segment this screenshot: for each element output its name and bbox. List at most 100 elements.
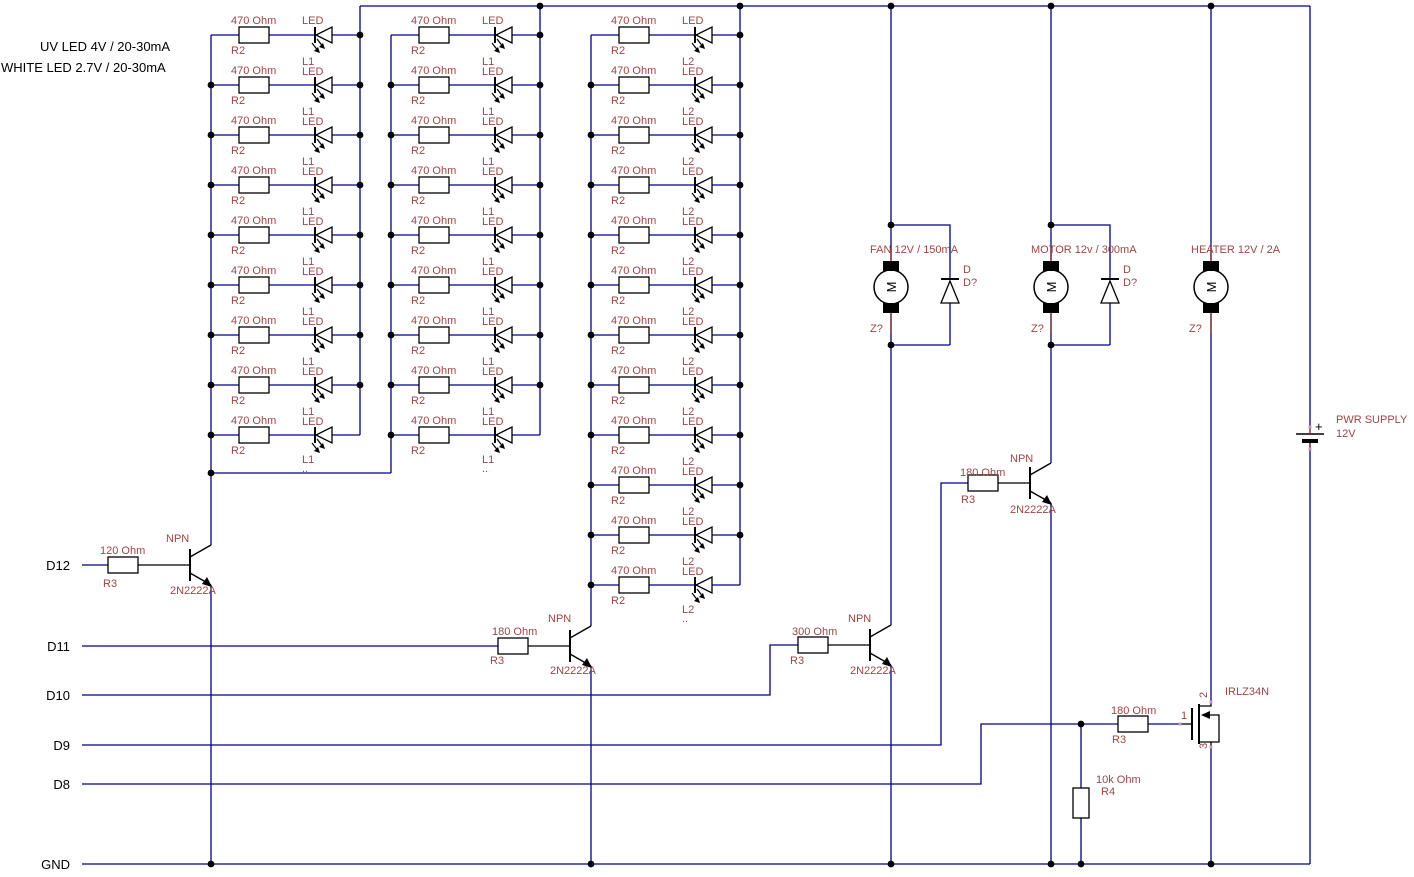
led-name: L2 bbox=[682, 206, 694, 218]
led-cont-dots: .. bbox=[682, 613, 688, 625]
led-arrow-head bbox=[699, 93, 705, 99]
junction-dot bbox=[387, 81, 395, 89]
power-supply-name: PWR SUPPLY bbox=[1336, 414, 1408, 426]
heater-label: HEATER 12V / 2A bbox=[1191, 244, 1281, 256]
junction-dot bbox=[356, 231, 364, 239]
led-triangle bbox=[694, 275, 713, 295]
motor-z-label: Z? bbox=[1031, 323, 1044, 335]
led-label: LED bbox=[302, 116, 323, 128]
junction-dot bbox=[587, 281, 595, 289]
resistor-name: R2 bbox=[231, 145, 245, 157]
resistor-symbol bbox=[618, 76, 650, 94]
led-arrow-head bbox=[694, 497, 700, 503]
resistor-symbol bbox=[418, 76, 450, 94]
led-triangle bbox=[314, 425, 333, 445]
junction-dot bbox=[736, 231, 744, 239]
resistor-value: 470 Ohm bbox=[231, 365, 276, 377]
junction-dot bbox=[587, 131, 595, 139]
led-arrow-head bbox=[694, 597, 700, 603]
led-arrow-head bbox=[319, 293, 325, 299]
mosfet-body-arrow bbox=[1201, 711, 1210, 719]
led-triangle bbox=[694, 575, 713, 595]
junction-dot bbox=[1047, 860, 1055, 868]
wire-d8 bbox=[82, 723, 1180, 785]
led-name: L2 bbox=[682, 406, 694, 418]
led-arrow-head bbox=[694, 247, 700, 253]
motor-diode-name: D bbox=[1123, 264, 1131, 276]
led-name: L1 bbox=[302, 56, 314, 68]
led-label: LED bbox=[302, 166, 323, 178]
led-cont-name: L1 bbox=[302, 454, 314, 466]
resistor-value-gate: 180 Ohm bbox=[1111, 705, 1156, 717]
led-label: LED bbox=[482, 15, 503, 27]
resistor-name: R2 bbox=[231, 45, 245, 57]
led-triangle bbox=[494, 325, 513, 345]
led-name: L1 bbox=[302, 106, 314, 118]
resistor-symbol bbox=[418, 176, 450, 194]
led-arrow-head bbox=[694, 197, 700, 203]
motor-symbol bbox=[1033, 248, 1069, 334]
led-name: L1 bbox=[482, 56, 494, 68]
junction-dot bbox=[736, 2, 744, 10]
resistor-name-d10: R3 bbox=[790, 655, 804, 667]
led-triangle bbox=[494, 175, 513, 195]
junction-dot bbox=[587, 181, 595, 189]
led-triangle bbox=[494, 375, 513, 395]
led-arrow-head bbox=[319, 443, 325, 449]
motor-m-letter: M bbox=[1044, 282, 1059, 293]
resistor-value: 470 Ohm bbox=[611, 65, 656, 77]
resistor-name-d9: R3 bbox=[961, 494, 975, 506]
led-arrow-head bbox=[314, 47, 320, 53]
led-arrow-head bbox=[314, 447, 320, 453]
led-name: L1 bbox=[482, 256, 494, 268]
led-arrow-head bbox=[319, 193, 325, 199]
heater-m-letter: M bbox=[1204, 282, 1219, 293]
resistor-value: 470 Ohm bbox=[611, 415, 656, 427]
junction-dot bbox=[736, 131, 744, 139]
transistor-part-d12: 2N2222A bbox=[170, 585, 217, 597]
resistor-name: R2 bbox=[231, 345, 245, 357]
resistor-symbol-d12 bbox=[107, 556, 139, 574]
led-arrow-head bbox=[499, 193, 505, 199]
junction-dot bbox=[736, 381, 744, 389]
led-label: LED bbox=[682, 566, 703, 578]
junction-dot bbox=[1207, 860, 1215, 868]
transistor-part-d9: 2N2222A bbox=[1010, 504, 1057, 516]
resistor-name: R2 bbox=[231, 395, 245, 407]
discrete-resistors bbox=[107, 474, 1149, 819]
led-arrow-head bbox=[494, 397, 500, 403]
resistor-name: R2 bbox=[611, 245, 625, 257]
junction-dot bbox=[736, 531, 744, 539]
mosfet-pin2-label: 2 bbox=[1198, 692, 1210, 698]
led-label: LED bbox=[482, 216, 503, 228]
resistor-value: 470 Ohm bbox=[231, 315, 276, 327]
junction-dot bbox=[587, 860, 595, 868]
led-triangle bbox=[314, 225, 333, 245]
led-arrow-head bbox=[314, 247, 320, 253]
junction-dot bbox=[207, 231, 215, 239]
resistor-symbol bbox=[238, 326, 270, 344]
led-arrow-head bbox=[694, 97, 700, 103]
resistor-name: R2 bbox=[231, 445, 245, 457]
resistor-name: R2 bbox=[611, 295, 625, 307]
diode-triangle bbox=[940, 279, 960, 304]
resistor-name-gate: R3 bbox=[1112, 734, 1126, 746]
led-arrow-head bbox=[699, 293, 705, 299]
mosfet-drain-lead bbox=[1199, 701, 1212, 707]
led-arrow-head bbox=[494, 47, 500, 53]
npn-collector bbox=[869, 624, 892, 638]
mosfet-pin1-label: 1 bbox=[1181, 710, 1187, 722]
junction-dot bbox=[536, 81, 544, 89]
transistor-part-d10: 2N2222A bbox=[850, 665, 897, 677]
led-label: LED bbox=[302, 66, 323, 78]
fan-m-letter: M bbox=[884, 282, 899, 293]
resistor-name: R2 bbox=[611, 95, 625, 107]
led-label: LED bbox=[682, 66, 703, 78]
junction-dot bbox=[387, 281, 395, 289]
junction-dot bbox=[536, 381, 544, 389]
pin-markers bbox=[1178, 425, 1312, 749]
npn-emitter-arrow bbox=[202, 577, 212, 587]
resistor-value: 470 Ohm bbox=[411, 265, 456, 277]
led-arrow-head bbox=[699, 243, 705, 249]
junction-dot bbox=[1047, 341, 1055, 349]
